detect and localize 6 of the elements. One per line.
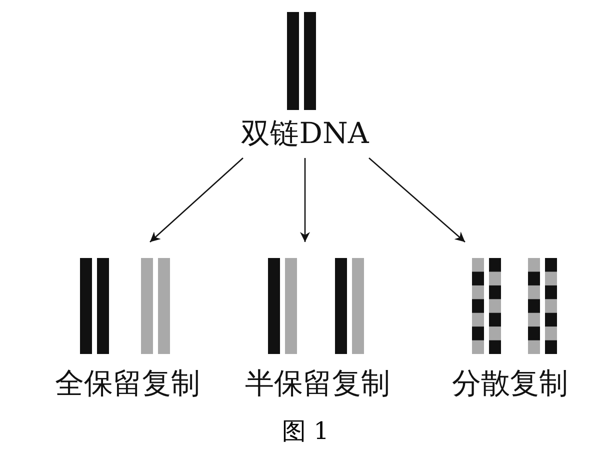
strand-label: 分散复制 xyxy=(451,366,569,400)
strand-label: 双链DNA xyxy=(240,116,370,150)
arrow xyxy=(150,158,244,242)
arrow xyxy=(368,158,466,242)
figure-caption: 图 1 xyxy=(281,416,330,447)
arrow xyxy=(300,158,310,242)
